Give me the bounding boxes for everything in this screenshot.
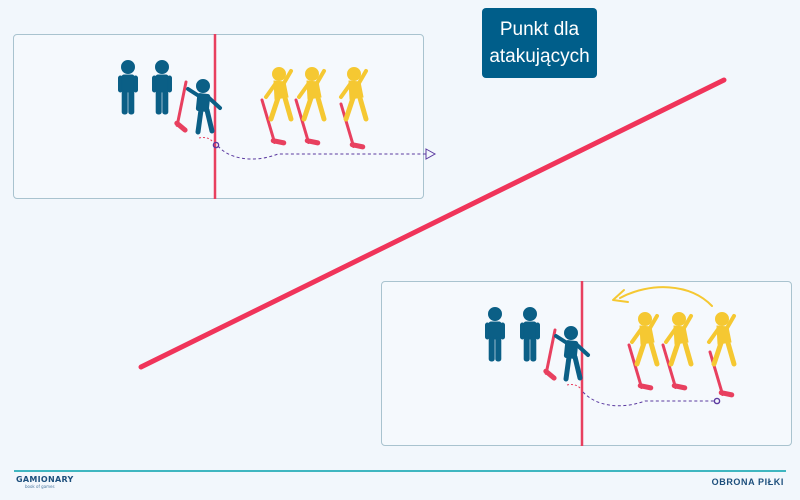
attacker-figure [341, 68, 366, 120]
attacker-figure [632, 313, 657, 365]
title-line-2: atakujących [489, 46, 590, 67]
path-arrowhead [425, 148, 437, 160]
ball-path [217, 145, 426, 160]
hockey-stick [262, 98, 284, 146]
brand-name: GAMIONARY [16, 475, 74, 484]
attacker-figure [666, 313, 691, 365]
curved-arrowhead [612, 289, 629, 303]
pass-arrow [198, 137, 214, 143]
curved-arrow [619, 286, 713, 307]
brand-logo: GAMIONARY book of games [16, 475, 74, 489]
attacker-figure [299, 68, 324, 120]
title-line-1: Punkt dla [499, 19, 580, 40]
ball-path [582, 391, 716, 407]
hockey-stick [172, 82, 200, 130]
footer-divider [14, 470, 786, 472]
defender-figure [152, 60, 172, 115]
title-box: Punkt dla atakujących [482, 8, 597, 78]
brand-tagline: book of games [25, 484, 55, 489]
pass-arrow [566, 384, 582, 390]
diagonal-divider-line [138, 77, 727, 370]
scene-panel-top [13, 34, 424, 199]
defender-figure [485, 307, 505, 362]
defender-figure [118, 60, 138, 115]
ball [212, 141, 220, 149]
ball [713, 397, 721, 405]
attacker-figure [266, 68, 291, 120]
section-label: OBRONA PIŁKI [711, 477, 784, 487]
defender-figure [520, 307, 540, 362]
scene-panel-bottom [381, 281, 792, 446]
hockey-stick [710, 350, 732, 398]
